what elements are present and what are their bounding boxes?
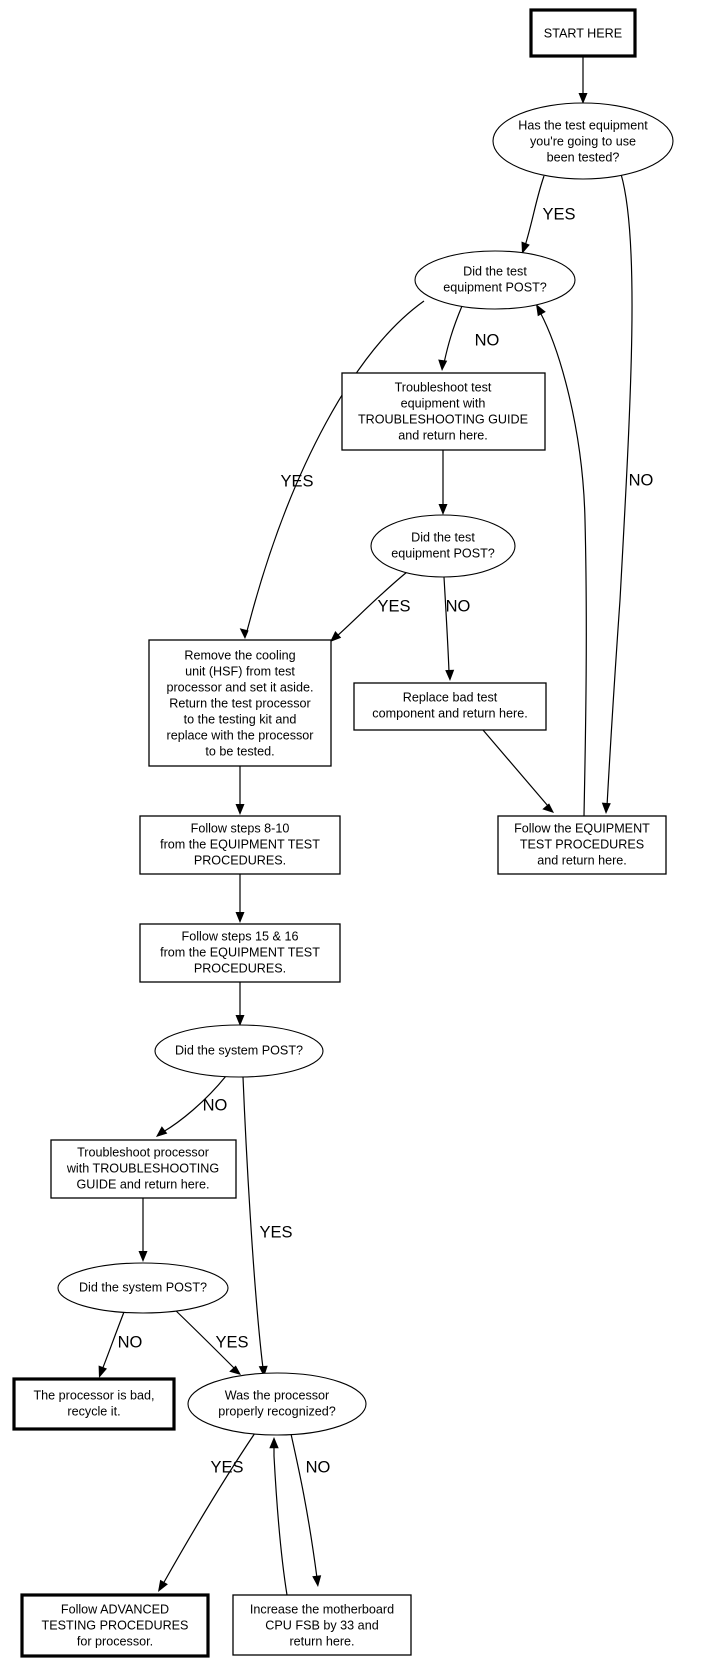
edge-label-no-1: NO — [629, 471, 654, 489]
node-q4-line-0: Did the system POST? — [175, 1043, 303, 1057]
edge-label-no-2: NO — [475, 331, 500, 349]
node-fetp-line-2: and return here. — [537, 853, 627, 867]
node-troubleshoot-test-equipment[interactable]: Troubleshoot test equipment with TROUBLE… — [341, 372, 546, 451]
node-tte-line-0: Troubleshoot test — [395, 380, 492, 394]
node-follow-steps-15-16[interactable]: Follow steps 15 & 16 from the EQUIPMENT … — [139, 923, 341, 983]
node-did-test-equipment-post-2[interactable]: Did the test equipment POST? — [370, 514, 516, 578]
node-rcu-line-4: to the testing kit and — [184, 712, 297, 726]
node-tte-line-1: equipment with — [401, 396, 486, 410]
node-follow-steps-8-10[interactable]: Follow steps 8-10 from the EQUIPMENT TES… — [139, 815, 341, 875]
node-rcu-line-2: processor and set it aside. — [166, 680, 313, 694]
node-has-test-equipment-been-tested[interactable]: Has the test equipment you're going to u… — [492, 102, 674, 180]
node-ifsb-line-2: return here. — [289, 1634, 354, 1648]
edge-label-no-6: NO — [306, 1458, 331, 1476]
node-rcu-line-3: Return the test processor — [169, 696, 310, 710]
node-follow-equipment-test-procedures[interactable]: Follow the EQUIPMENT TEST PROCEDURES and… — [497, 815, 667, 875]
edge-test-post-1-no: NO — [438, 305, 500, 371]
edge-replace-to-equipment-procedures — [482, 729, 554, 813]
edge-system-post-1-no: NO — [156, 1075, 228, 1137]
node-remove-cooling-unit[interactable]: Remove the cooling unit (HSF) from test … — [148, 639, 332, 767]
edge-troubleshoot-to-test-post-2 — [438, 450, 448, 515]
node-q1-line-0: Has the test equipment — [518, 118, 648, 132]
node-did-test-equipment-post-1[interactable]: Did the test equipment POST? — [414, 250, 576, 310]
node-q2-line-0: Did the test — [463, 264, 527, 278]
node-rcu-line-1: unit (HSF) from test — [185, 664, 295, 678]
edge-test-post-2-no: NO — [443, 576, 471, 681]
edge-troubleshoot-processor-to-system-post-2 — [138, 1198, 148, 1262]
edge-fsb-return — [269, 1437, 288, 1596]
node-processor-is-bad[interactable]: The processor is bad, recycle it. — [12, 1377, 176, 1431]
edge-label-no-4: NO — [203, 1096, 228, 1114]
edge-steps-15-16-to-system-post-1 — [235, 982, 245, 1026]
node-troubleshoot-processor[interactable]: Troubleshoot processor with TROUBLESHOOT… — [50, 1139, 237, 1199]
node-did-system-post-1[interactable]: Did the system POST? — [154, 1024, 324, 1078]
node-rcu-line-5: replace with the processor — [167, 728, 314, 742]
node-fat-line-0: Follow ADVANCED — [61, 1602, 169, 1616]
node-replace-bad-component[interactable]: Replace bad test component and return he… — [353, 682, 547, 731]
edge-label-yes-3: YES — [377, 597, 410, 615]
node-tp-line-2: GUIDE and return here. — [77, 1177, 210, 1191]
node-start-here[interactable]: START HERE — [529, 8, 637, 58]
node-pib-line-1: recycle it. — [67, 1404, 120, 1418]
edge-label-no-3: NO — [446, 597, 471, 615]
node-was-processor-recognized[interactable]: Was the processor properly recognized? — [187, 1372, 367, 1436]
node-increase-cpu-fsb[interactable]: Increase the motherboard CPU FSB by 33 a… — [232, 1594, 412, 1656]
edge-processor-recognized-yes: YES — [158, 1432, 256, 1592]
edge-system-post-1-yes: YES — [242, 1076, 293, 1377]
edge-processor-recognized-no: NO — [290, 1433, 331, 1587]
node-fat-line-2: for processor. — [77, 1634, 153, 1648]
edge-label-yes-6: YES — [210, 1458, 243, 1476]
node-q6-line-1: properly recognized? — [218, 1404, 336, 1418]
edge-system-post-2-no: NO — [98, 1311, 143, 1378]
node-fs1516-line-2: PROCEDURES. — [194, 961, 286, 975]
node-tte-line-3: and return here. — [398, 428, 488, 442]
edge-label-no-5: NO — [118, 1333, 143, 1351]
edge-label-yes-2: YES — [280, 472, 313, 490]
node-fs810-line-2: PROCEDURES. — [194, 853, 286, 867]
nodes-layer: START HERE Has the test equipment you're… — [12, 8, 674, 1658]
node-follow-advanced-testing[interactable]: Follow ADVANCED TESTING PROCEDURES for p… — [20, 1593, 210, 1658]
node-fetp-line-0: Follow the EQUIPMENT — [514, 821, 650, 835]
edge-remove-to-steps-8-10 — [235, 766, 245, 815]
edge-start-to-equipment-tested — [578, 56, 588, 104]
edge-steps-8-10-to-steps-15-16 — [235, 874, 245, 923]
node-tp-line-1: with TROUBLESHOOTING — [66, 1161, 219, 1175]
node-fat-line-1: TESTING PROCEDURES — [42, 1618, 189, 1632]
edge-equipment-tested-yes: YES — [521, 175, 576, 254]
edge-label-yes-1: YES — [542, 205, 575, 223]
node-ifsb-line-0: Increase the motherboard — [250, 1602, 394, 1616]
node-fetp-line-1: TEST PROCEDURES — [520, 837, 644, 851]
edges-layer: Did the test equipment POST? --> YES Fol… — [98, 56, 654, 1596]
node-q1-line-2: been tested? — [547, 150, 620, 164]
node-q5-line-0: Did the system POST? — [79, 1280, 207, 1294]
node-q1-line-1: you're going to use — [530, 134, 636, 148]
node-q3-line-0: Did the test — [411, 530, 475, 544]
edge-label-yes-4: YES — [259, 1223, 292, 1241]
node-q2-line-1: equipment POST? — [443, 280, 547, 294]
node-tte-line-2: TROUBLESHOOTING GUIDE — [358, 412, 528, 426]
node-rcu-line-6: to be tested. — [205, 744, 274, 758]
edge-equipment-tested-no: NO — [601, 173, 654, 814]
node-q6-line-0: Was the processor — [225, 1388, 330, 1402]
node-fs810-line-0: Follow steps 8-10 — [191, 821, 290, 835]
edge-equipment-procedures-return — [536, 304, 587, 817]
node-did-system-post-2[interactable]: Did the system POST? — [57, 1262, 229, 1314]
node-fs1516-line-1: from the EQUIPMENT TEST — [160, 945, 320, 959]
node-tp-line-0: Troubleshoot processor — [77, 1145, 209, 1159]
node-rbc-line-1: component and return here. — [372, 706, 527, 720]
node-fs810-line-1: from the EQUIPMENT TEST — [160, 837, 320, 851]
node-pib-line-0: The processor is bad, — [33, 1388, 154, 1402]
node-rbc-line-0: Replace bad test — [403, 690, 498, 704]
node-fs1516-line-0: Follow steps 15 & 16 — [182, 929, 299, 943]
edge-system-post-2-yes: YES — [172, 1307, 249, 1375]
edge-test-post-2-yes: YES — [330, 571, 411, 642]
node-start-here-line-0: START HERE — [544, 26, 622, 40]
node-rcu-line-0: Remove the cooling — [184, 648, 295, 662]
edge-test-post-1-yes: YES — [239, 300, 425, 639]
edge-label-yes-5: YES — [215, 1333, 248, 1351]
node-q3-line-1: equipment POST? — [391, 546, 495, 560]
node-ifsb-line-1: CPU FSB by 33 and — [265, 1618, 378, 1632]
